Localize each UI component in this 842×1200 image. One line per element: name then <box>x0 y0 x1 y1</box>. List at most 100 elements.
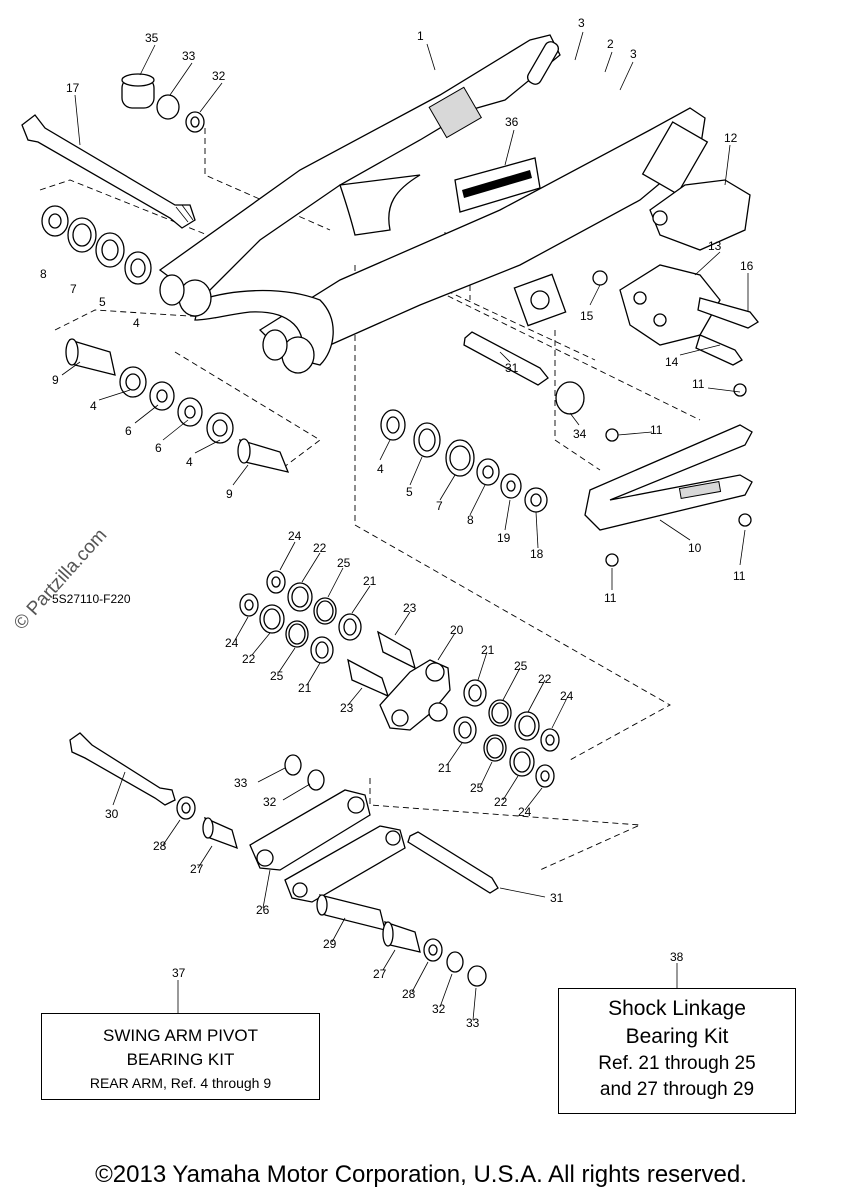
callout: 35 <box>145 31 159 45</box>
callout: 33 <box>182 49 196 63</box>
chain-guide-bracket <box>592 179 759 366</box>
callout: 33 <box>234 776 248 790</box>
callout: 23 <box>403 601 417 615</box>
callout: 33 <box>466 1016 480 1030</box>
pivot-fasteners <box>121 73 205 133</box>
callout: 24 <box>225 636 239 650</box>
lower-bolt-2 <box>407 831 499 894</box>
swing-arm-pivot-bearing-kit-box: SWING ARM PIVOT BEARING KIT REAR ARM, Re… <box>41 1013 320 1100</box>
leader-lines <box>61 31 749 1021</box>
callout: 32 <box>263 795 277 809</box>
pivot-shaft <box>21 114 196 229</box>
callout: 3 <box>630 47 637 61</box>
callout: 24 <box>560 689 574 703</box>
callout: 18 <box>530 547 544 561</box>
callout: 22 <box>538 672 552 686</box>
callout: 12 <box>724 131 738 145</box>
callout: 4 <box>186 455 193 469</box>
callout: 23 <box>340 701 354 715</box>
callout: 31 <box>550 891 564 905</box>
callout: 11 <box>692 377 705 391</box>
callout: 21 <box>438 761 452 775</box>
callout: 9 <box>52 373 59 387</box>
callout: 2 <box>607 37 614 51</box>
kit-ref-number: 38 <box>670 950 684 964</box>
decal <box>454 157 541 213</box>
callout: 36 <box>505 115 519 129</box>
callout: 25 <box>337 556 351 570</box>
kit-ref-line: REAR ARM, Ref. 4 through 9 <box>89 1075 272 1091</box>
callout-numbers: 1 3 2 3 35 33 32 17 36 12 8 7 5 4 13 16 … <box>40 16 754 1030</box>
callout: 4 <box>133 316 140 330</box>
callout: 6 <box>155 441 162 455</box>
linkage-bearings-lower <box>453 679 560 788</box>
callout: 5 <box>406 485 413 499</box>
lower-spacers <box>316 894 487 987</box>
callout: 22 <box>313 541 327 555</box>
callout: 21 <box>298 681 312 695</box>
callout: 31 <box>505 361 519 375</box>
callout: 28 <box>402 987 416 1001</box>
callout: 15 <box>580 309 594 323</box>
callout: 25 <box>270 669 284 683</box>
swing-arm-bearings-right <box>380 409 548 513</box>
callout: 4 <box>377 462 384 476</box>
callout: 25 <box>470 781 484 795</box>
callout: 26 <box>256 903 270 917</box>
callout: 20 <box>450 623 464 637</box>
exploded-parts-diagram: 1 3 2 3 35 33 32 17 36 12 8 7 5 4 13 16 … <box>21 16 759 1030</box>
kit-title-line: Shock Linkage <box>608 997 746 1020</box>
swing-arm <box>158 34 709 374</box>
callout: 11 <box>604 591 617 605</box>
callout: 22 <box>494 795 508 809</box>
callout: 27 <box>373 967 387 981</box>
callout: 27 <box>190 862 204 876</box>
kit-title-line: SWING ARM PIVOT <box>103 1026 258 1045</box>
callout: 24 <box>288 529 302 543</box>
connecting-rod <box>249 789 406 903</box>
upper-bolt <box>463 331 585 415</box>
callout: 21 <box>363 574 377 588</box>
callout: 21 <box>481 643 495 657</box>
kit-title-line: BEARING KIT <box>126 1050 235 1069</box>
callout: 30 <box>105 807 119 821</box>
callout: 4 <box>90 399 97 413</box>
callout: 5 <box>99 295 106 309</box>
kit-ref-line: Ref. 21 through 25 <box>598 1053 756 1074</box>
shock-linkage-bearing-kit-box: Shock Linkage Bearing Kit Ref. 21 throug… <box>558 988 796 1114</box>
callout: 14 <box>665 355 679 369</box>
callout: 32 <box>432 1002 446 1016</box>
callout: 29 <box>323 937 337 951</box>
callout: 28 <box>153 839 167 853</box>
callout: 19 <box>497 531 511 545</box>
chain-slider <box>584 383 753 567</box>
callout: 25 <box>514 659 528 673</box>
swing-arm-bearings-left <box>41 205 290 473</box>
kit-ref-number: 37 <box>172 966 186 980</box>
kit-title-line: Bearing Kit <box>625 1025 729 1048</box>
callout: 13 <box>708 239 722 253</box>
callout: 16 <box>740 259 754 273</box>
callout: 17 <box>66 81 80 95</box>
callout: 9 <box>226 487 233 501</box>
diagram-code: 5S27110-F220 <box>52 592 131 606</box>
callout: 11 <box>650 423 663 437</box>
callout: 11 <box>733 569 746 583</box>
linkage-bearings-upper <box>239 570 417 698</box>
callout: 6 <box>125 424 132 438</box>
callout: 8 <box>467 513 474 527</box>
callout: 7 <box>70 282 77 296</box>
callout: 1 <box>417 29 424 43</box>
callout: 7 <box>436 499 443 513</box>
kit-ref-line: and 27 through 29 <box>599 1079 755 1100</box>
relay-arm <box>379 659 451 731</box>
callout: 24 <box>518 805 532 819</box>
copyright-footer: ©2013 Yamaha Motor Corporation, U.S.A. A… <box>95 1161 747 1188</box>
lower-bolt <box>69 732 325 850</box>
callout: 22 <box>242 652 256 666</box>
callout: 10 <box>688 541 702 555</box>
callout: 32 <box>212 69 226 83</box>
callout: 3 <box>578 16 585 30</box>
callout: 34 <box>573 427 587 441</box>
